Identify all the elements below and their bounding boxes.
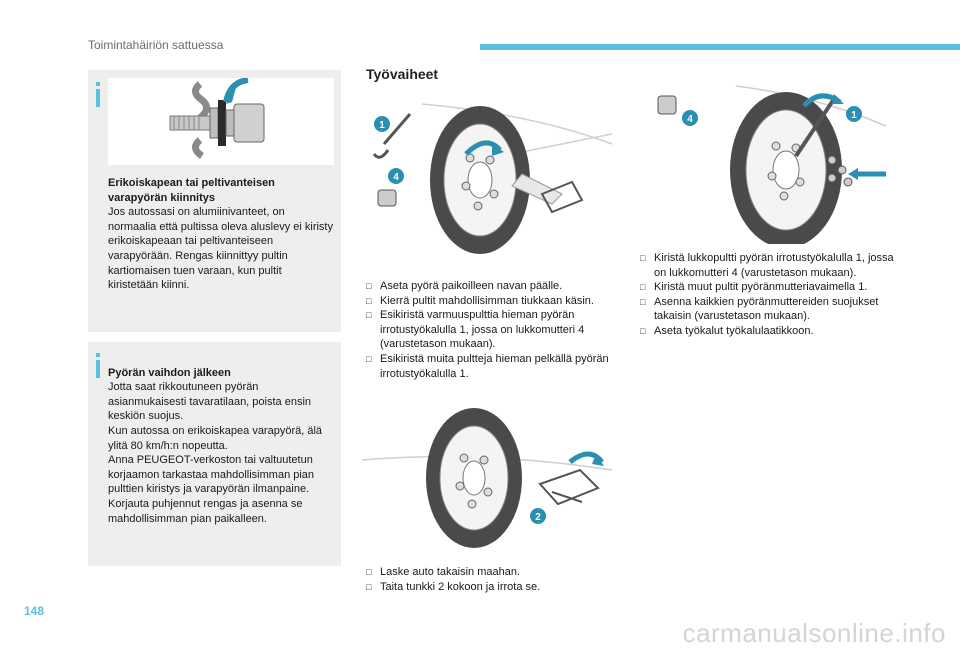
info-box-1-text: Erikoiskapean tai peltivanteisen varapyö… xyxy=(108,176,333,293)
section-title: Työvaiheet xyxy=(366,66,439,82)
step-item: Kierrä pultit mahdollisimman tiukkaan kä… xyxy=(366,294,618,309)
info-box-1-body: Jos autossasi on alumiinivanteet, on nor… xyxy=(108,206,333,292)
running-header: Toimintahäiriön sattuessa xyxy=(88,38,224,52)
jack-lowering-illustration: 2 xyxy=(361,392,616,552)
bolt-illustration xyxy=(108,77,334,165)
steps-list-2: Laske auto takaisin maahan. Taita tunkki… xyxy=(366,565,618,594)
info-box-1-heading: Erikoiskapean tai peltivanteisen varapyö… xyxy=(108,177,275,204)
info-box-spare-wheel: Erikoiskapean tai peltivanteisen varapyö… xyxy=(88,70,341,332)
watermark: carmanualsonline.info xyxy=(682,618,946,648)
page-number: 148 xyxy=(24,604,45,618)
step-item: Kiristä muut pultit pyöränmutteriavaimel… xyxy=(640,280,902,295)
callout-4: 4 xyxy=(393,172,399,183)
step-item: Taita tunkki 2 kokoon ja irrota se. xyxy=(366,580,618,595)
header-accent-bar xyxy=(480,44,960,50)
step-item: Aseta pyörä paikoilleen navan päälle. xyxy=(366,279,618,294)
wheel-fitting-illustration: 1 4 xyxy=(362,94,616,262)
callout-1: 1 xyxy=(851,110,857,121)
step-item: Esikiristä varmuuspulttia hieman pyörän … xyxy=(366,308,618,352)
callout-1: 1 xyxy=(379,120,385,131)
callout-2: 2 xyxy=(535,512,541,523)
step-item: Kiristä lukkopultti pyörän irrotustyökal… xyxy=(640,251,902,280)
steps-list-3: Kiristä lukkopultti pyörän irrotustyökal… xyxy=(640,251,902,339)
info-box-2-heading: Pyörän vaihdon jälkeen xyxy=(108,366,231,379)
step-item: Aseta työkalut työkalulaatikkoon. xyxy=(640,324,902,339)
step-item: Asenna kaikkien pyöränmuttereiden suojuk… xyxy=(640,295,902,324)
info-icon xyxy=(96,353,100,378)
step-item: Laske auto takaisin maahan. xyxy=(366,565,618,580)
step-item: Esikiristä muita pultteja hieman pelkäll… xyxy=(366,352,618,381)
callout-4: 4 xyxy=(687,114,693,125)
info-box-2-body: Jotta saat rikkoutuneen pyörän asianmuka… xyxy=(108,381,323,525)
steps-list-1: Aseta pyörä paikoilleen navan päälle. Ki… xyxy=(366,279,618,381)
bolt-tightening-illustration: 4 1 xyxy=(636,76,890,248)
info-icon xyxy=(96,82,100,107)
